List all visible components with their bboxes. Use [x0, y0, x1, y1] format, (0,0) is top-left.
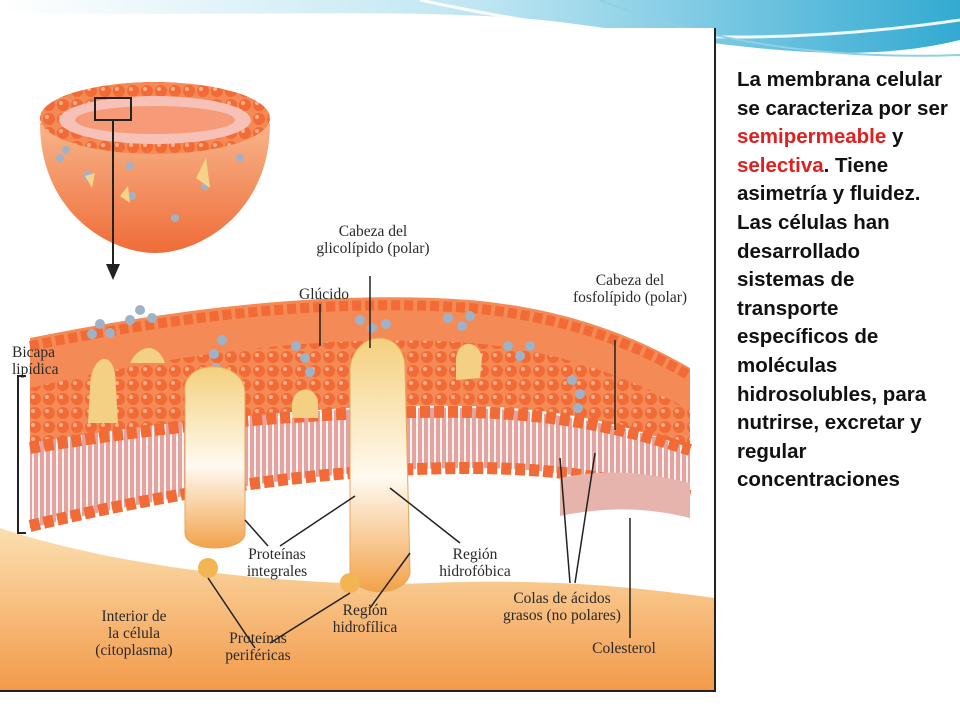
pointer-lines [207, 276, 631, 649]
surface-protein-4 [456, 343, 482, 380]
description-part-2: y [886, 125, 904, 149]
description-part-3: . Tiene asimetría y fluidez. [737, 153, 921, 206]
bilayer-bracket [17, 375, 26, 534]
membrane-diagram [0, 82, 714, 690]
label-interior-celula: Interior de la célula (citoplasma) [95, 608, 173, 659]
label-proteinas-integrales: Proteínas integrales [246, 546, 308, 580]
description-paragraph-2: Las células han desarrollado sistemas de… [737, 210, 927, 492]
lower-heads [28, 461, 692, 532]
label-region-hidrofilica: Región hidrofílica [332, 602, 398, 636]
surface-protein-2 [130, 348, 165, 363]
membrane-figure: Cabeza del glicolípido (polar) Glúcido C… [0, 28, 716, 692]
peripheral-protein-2 [340, 573, 360, 593]
header-swoosh [0, 0, 960, 53]
label-bicapa: Bicapa lipídica [12, 344, 59, 378]
keyword-semipermeable: semipermeable [737, 125, 887, 149]
cell-half [40, 82, 270, 253]
surface-protein-3 [292, 389, 318, 418]
label-glucido: Glúcido [299, 286, 349, 303]
glycan-chains [87, 305, 585, 413]
label-region-hidrofobica: Región hidrofóbica [439, 546, 511, 580]
description-text: La membrana celular se caracteriza por s… [737, 66, 952, 495]
surface-protein-1 [88, 358, 118, 423]
integral-protein-center [349, 337, 411, 593]
peripheral-protein-1 [198, 558, 218, 578]
label-cabeza-fosfolipido: Cabeza del fosfolípido (polar) [572, 272, 688, 306]
keyword-selectiva: selectiva [737, 153, 824, 177]
upper-surface [30, 297, 690, 410]
label-cabeza-glicolipido: Cabeza del glicolípido (polar) [316, 223, 430, 257]
label-colas-acidos: Colas de ácidos grasos (no polares) [503, 590, 621, 624]
description-part-1: La membrana celular se caracteriza por s… [737, 68, 948, 120]
label-proteinas-perifericas: Proteínas periféricas [225, 630, 291, 664]
integral-protein-left [184, 366, 246, 549]
cytoplasm [0, 528, 714, 690]
label-colesterol: Colesterol [592, 640, 656, 657]
